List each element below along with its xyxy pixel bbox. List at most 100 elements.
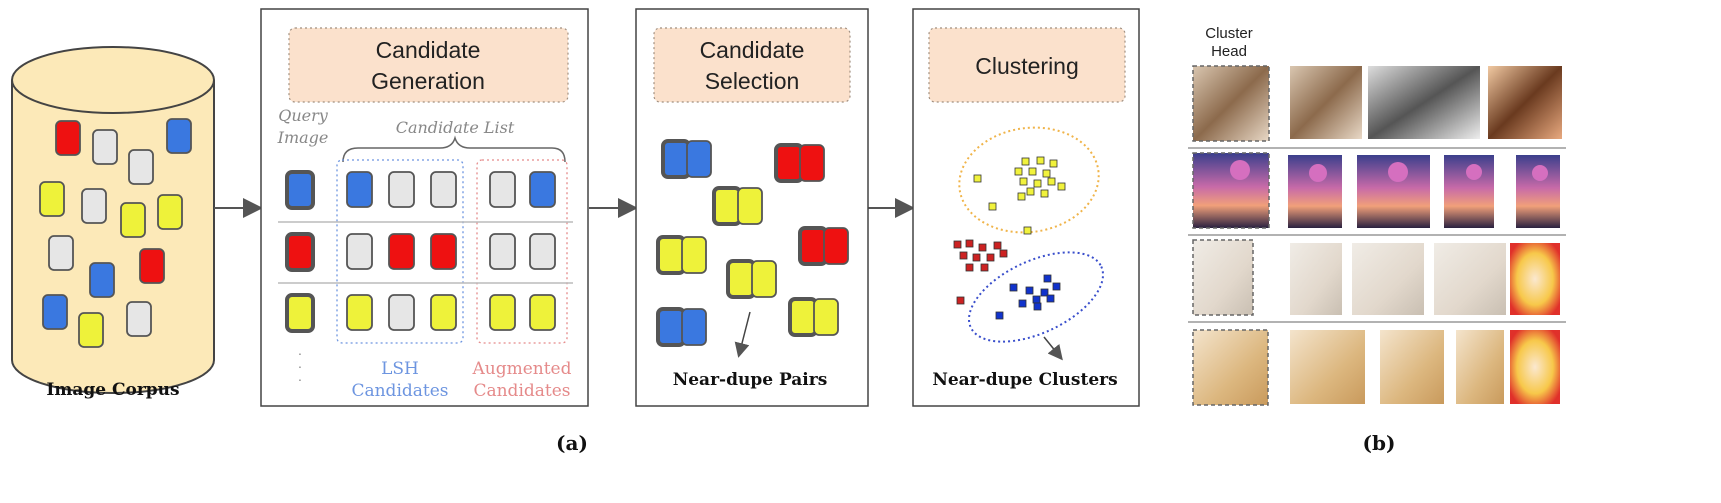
member-image [1290, 243, 1342, 315]
ellipsis-dots: · [298, 358, 303, 374]
yellow-cluster-point [1014, 167, 1023, 176]
lsh-card-light [346, 233, 373, 270]
pair-card-yellow [726, 259, 756, 299]
augmented-card-yellow [489, 294, 516, 331]
cluster-head-image [1193, 240, 1253, 315]
lsh-card-light [388, 171, 415, 208]
selection-title-line2: Selection [705, 68, 800, 94]
pair-card-red [774, 143, 804, 183]
corpus-card-light [128, 149, 154, 185]
blue-cluster-point [1025, 286, 1034, 295]
yellow-cluster-point [1026, 187, 1035, 196]
corpus-card-light [126, 301, 152, 337]
clustering-title: Clustering [975, 53, 1079, 79]
red-cluster-point [978, 243, 987, 252]
yellow-cluster-point [1040, 189, 1049, 198]
lsh-card-red [388, 233, 415, 270]
pair-card-red [799, 144, 825, 182]
corpus-cylinder-top [11, 46, 215, 114]
pairs-pointer-arrow [734, 311, 751, 358]
pair-card-yellow [656, 235, 686, 275]
member-image [1352, 243, 1424, 315]
red-cluster-point [956, 296, 965, 305]
pair-card-blue [681, 308, 707, 346]
blue-cluster-point [1032, 295, 1041, 304]
tree-canopy [1388, 162, 1408, 182]
augmented-candidates-label-line1: Augmented [471, 359, 571, 379]
cluster-head-image [1193, 153, 1269, 228]
member-image [1290, 66, 1362, 139]
augmented-card-yellow [529, 294, 556, 331]
example-row-kitten [1192, 239, 1560, 316]
generation-title-line1: Candidate [376, 37, 481, 63]
clustering-title-box [928, 27, 1126, 103]
member-image [1380, 330, 1444, 404]
lsh-card-yellow [346, 294, 373, 331]
lsh-card-yellow [430, 294, 457, 331]
figure-label-b: (b) [1363, 431, 1396, 455]
candidate-selection-panel: Candidate Selection Near-dupe Pairs [635, 8, 869, 407]
red-cluster-point [986, 253, 995, 262]
corpus-card-light [92, 129, 118, 165]
corpus-card-light [48, 235, 74, 271]
query-card-yellow [285, 293, 315, 333]
blue-cluster-point [995, 311, 1004, 320]
yellow-cluster-point [1023, 226, 1032, 235]
cluster-head-frame [1192, 329, 1269, 406]
cluster-head-frame [1192, 152, 1270, 229]
red-cluster-point [993, 241, 1002, 250]
yellow-cluster-point [1019, 177, 1028, 186]
candidate-list-brace [342, 135, 566, 163]
cluster-points [953, 156, 1066, 320]
yellow-cluster-point [1049, 159, 1058, 168]
pair-card-blue [686, 140, 712, 178]
corpus-card-blue [166, 118, 192, 154]
corpus-card-yellow [157, 194, 183, 230]
query-image-label-line1: Query [278, 106, 329, 125]
clustering-panel: Clustering Near-dupe Clusters [912, 8, 1140, 407]
generation-title-box [288, 27, 569, 103]
pair-card-yellow [788, 297, 818, 337]
member-image [1434, 243, 1506, 315]
member-image [1290, 330, 1365, 404]
augmented-card-light [489, 233, 516, 270]
cluster-head-label-line1: Cluster [1205, 25, 1253, 42]
augmented-card-blue [529, 171, 556, 208]
member-image [1510, 330, 1560, 404]
lsh-card-blue [346, 171, 373, 208]
tree-canopy [1466, 164, 1482, 180]
pair-card-yellow [751, 260, 777, 298]
pair-card-yellow [737, 187, 763, 225]
pair-card-blue [656, 307, 686, 347]
cluster-head-frame [1192, 239, 1254, 316]
corpus-card-yellow [78, 312, 104, 348]
blue-cluster-point [1033, 302, 1042, 311]
corpus-card-blue [42, 294, 68, 330]
corpus-card-red [139, 248, 165, 284]
red-cluster-point [965, 263, 974, 272]
red-cluster-point [972, 253, 981, 262]
blue-cluster-point [1009, 283, 1018, 292]
generation-title-line2: Generation [371, 68, 485, 94]
yellow-cluster-point [1047, 177, 1056, 186]
lsh-candidates-label-line1: LSH [381, 359, 419, 379]
candidate-list-label: Candidate List [396, 118, 515, 137]
pair-card-blue [661, 139, 691, 179]
pair-card-yellow [681, 236, 707, 274]
pair-card-red [823, 227, 849, 265]
augmented-card-light [529, 233, 556, 270]
lsh-card-red [430, 233, 457, 270]
query-card-red [285, 232, 315, 272]
red-cluster-point [953, 240, 962, 249]
yellow-cluster-point [1021, 157, 1030, 166]
tree-canopy [1532, 165, 1548, 181]
cluster-head-image [1193, 330, 1268, 405]
corpus-card-yellow [39, 181, 65, 217]
corpus-card-light [81, 188, 107, 224]
member-image [1488, 66, 1562, 139]
figure-label-a: (a) [556, 431, 588, 455]
blue-cluster-point [1040, 288, 1049, 297]
augmented-candidates-label-line2: Candidates [473, 381, 570, 401]
red-cluster-point [959, 251, 968, 260]
cluster-head-label-line2: Head [1211, 43, 1247, 60]
